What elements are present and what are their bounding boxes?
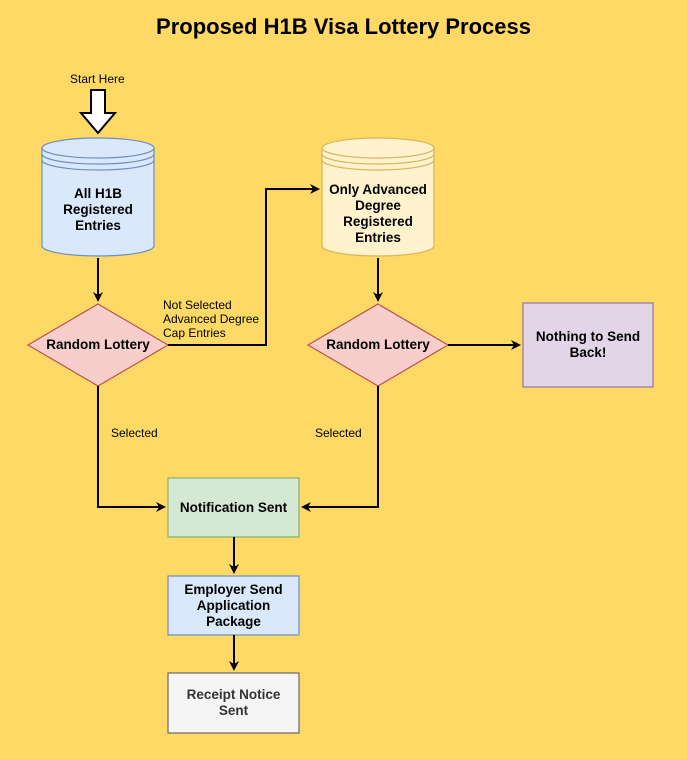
edge-lottery1-to-db2: [168, 184, 320, 346]
database-all-entries[interactable]: [41, 137, 155, 257]
label-random-lottery-1: Random Lottery: [46, 337, 150, 352]
label-advanced-entries: Only Advanced Degree Registered Entries: [329, 182, 427, 245]
diagram-title: Proposed H1B Visa Lottery Process: [156, 14, 531, 39]
box-employer-send[interactable]: [167, 575, 300, 636]
edge-lottery2-to-notification: [301, 386, 379, 512]
start-arrow-icon: [78, 89, 118, 135]
label-all-entries: All H1B Registered Entries: [63, 186, 133, 233]
box-receipt-notice[interactable]: [167, 672, 300, 734]
label-employer-send: Employer Send Application Package: [184, 581, 283, 629]
label-nothing-to-send: Nothing to Send Back!: [535, 329, 641, 360]
edge-label-selected-1: Selected: [111, 426, 158, 440]
database-advanced-entries[interactable]: [321, 137, 435, 257]
edge-label-selected-2: Selected: [315, 426, 362, 440]
box-notification-sent[interactable]: [167, 477, 300, 538]
label-notification-sent: Notification Sent: [179, 499, 288, 515]
box-nothing-to-send[interactable]: [522, 302, 654, 388]
start-label: Start Here: [70, 72, 125, 86]
edge-label-not-selected: Not Selected Advanced Degree Cap Entries: [163, 298, 260, 340]
edge-lottery1-to-notification: [97, 386, 166, 512]
label-receipt-notice: Receipt Notice Sent: [186, 687, 281, 718]
label-random-lottery-2: Random Lottery: [326, 337, 430, 352]
